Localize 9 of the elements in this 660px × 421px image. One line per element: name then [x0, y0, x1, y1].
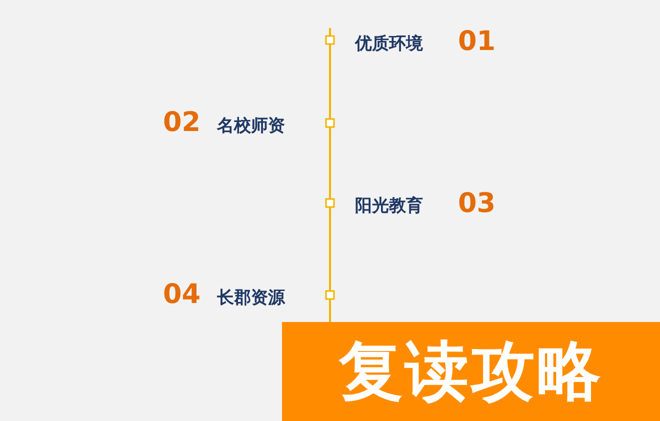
timeline-label: 阳光教育 [355, 198, 423, 214]
step-number: 04 [163, 280, 201, 308]
timeline-label: 长郡资源 [217, 290, 285, 306]
title-banner: 复读攻略 [282, 322, 660, 421]
step-number: 01 [458, 28, 496, 54]
step-number: 03 [458, 190, 496, 216]
step-number: 02 [163, 108, 201, 136]
timeline-label: 名校师资 [217, 118, 285, 134]
timeline-label: 优质环境 [355, 36, 423, 52]
